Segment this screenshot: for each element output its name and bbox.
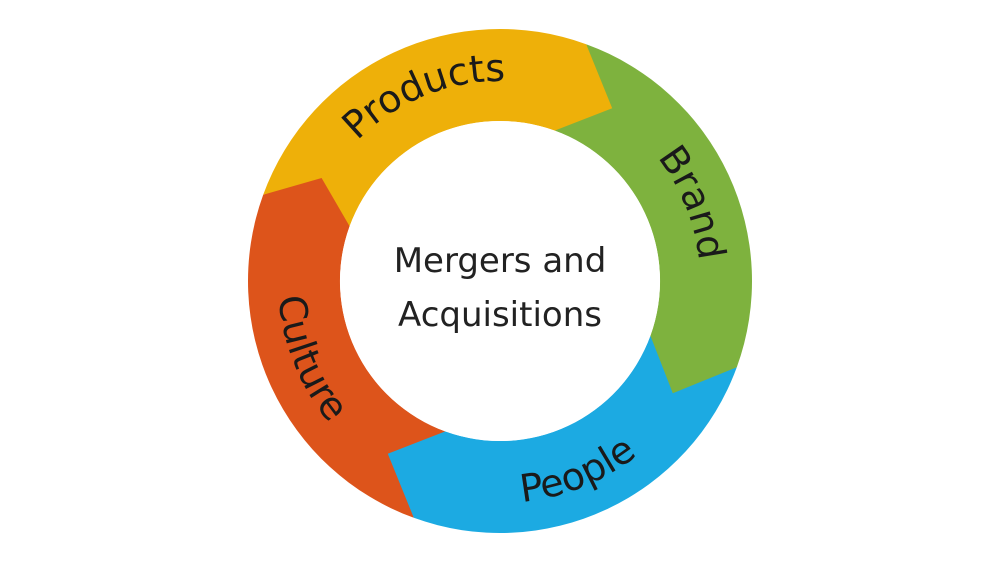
segment-brand: Brand xyxy=(554,44,753,394)
center-title-line2: Acquisitions xyxy=(398,295,602,335)
segment-people-arrow xyxy=(387,335,737,534)
segment-culture: Culture xyxy=(247,168,446,518)
segment-brand-arrow xyxy=(554,44,753,394)
center-circle xyxy=(340,121,660,441)
center-title-line1: Mergers and xyxy=(394,241,607,281)
segment-people: People xyxy=(387,335,737,534)
segment-products-arrow xyxy=(263,28,613,227)
segment-culture-arrow xyxy=(247,168,446,518)
